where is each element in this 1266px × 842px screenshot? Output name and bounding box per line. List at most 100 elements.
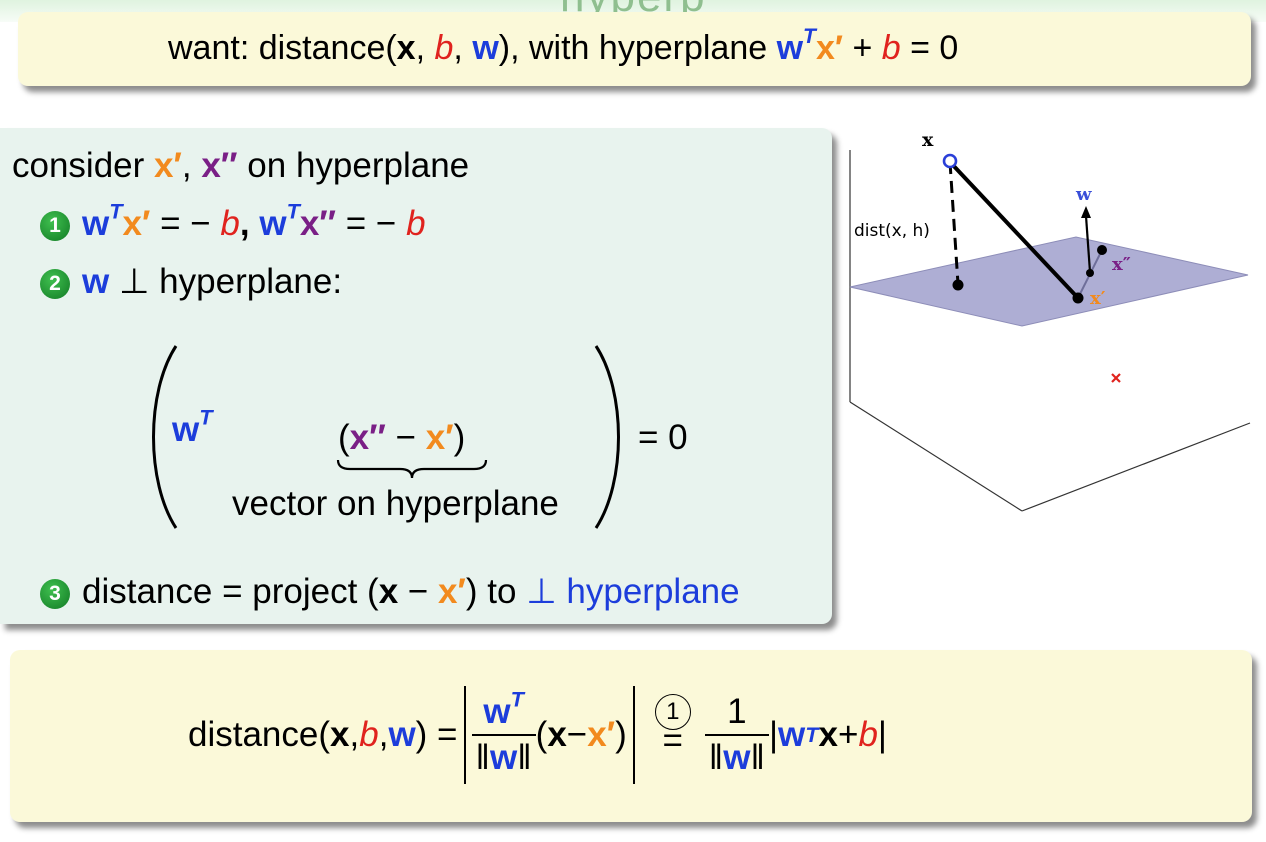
- figure-label-x: x: [922, 129, 934, 151]
- figure-label-xprime: x′: [1090, 288, 1106, 309]
- formula-x3: x: [818, 715, 838, 754]
- goal-equals-zero: = 0: [900, 29, 959, 67]
- formula-x2: x: [547, 715, 567, 754]
- big-right-paren: [594, 345, 620, 529]
- step-1-w: w: [82, 204, 110, 243]
- matrix-lparen: (: [338, 418, 350, 457]
- goal-w2: w: [776, 29, 804, 67]
- underbrace-label: vector on hyperplane: [232, 484, 559, 523]
- fraction-one: 1: [727, 692, 747, 731]
- formula-b: b: [359, 715, 379, 754]
- step-3-xprime: x′: [438, 572, 466, 611]
- point-x: [942, 153, 958, 169]
- norm2-w: w: [723, 738, 751, 777]
- step-3-badge: 3: [40, 579, 70, 609]
- axis-floor-left: [849, 401, 1023, 512]
- equality-sign: =: [662, 721, 683, 760]
- goal-plus: +: [843, 29, 882, 67]
- goal-text-1: want: distance(: [168, 29, 397, 67]
- goal-transpose: T: [803, 25, 816, 49]
- projection-point: [952, 279, 964, 291]
- step-3-perp-hyperplane: ⊥ hyperplane: [526, 572, 740, 611]
- abs-bar-left: [463, 686, 466, 784]
- goal-box: want: distance(x, b, w), with hyperplane…: [18, 12, 1251, 86]
- fraction-numerator: wT: [472, 688, 536, 734]
- step-1-xprime: x′: [122, 204, 151, 243]
- step-1-eq2: = −: [336, 204, 407, 243]
- formula-w3: w: [778, 715, 806, 754]
- w-base-point: [1086, 269, 1094, 277]
- fraction-denominator: ‖w‖: [471, 734, 536, 778]
- formula-distance-text: distance(: [188, 715, 331, 754]
- big-left-paren: [152, 345, 178, 529]
- formula-plus: +: [837, 715, 859, 754]
- step-1-transpose-2: T: [286, 198, 300, 224]
- matrix-xdoubleprime: x″: [349, 418, 386, 457]
- formula-x: x: [330, 715, 350, 754]
- formula-xprime: x′: [587, 715, 616, 754]
- fraction-w-over-norm: wT ‖w‖: [471, 688, 536, 778]
- norm2-left: ‖: [708, 738, 724, 777]
- step-1-badge: 1: [40, 211, 70, 241]
- step-1-w2: w: [259, 204, 287, 243]
- step-3-minus: −: [398, 572, 439, 611]
- consider-line: consider x′, x″ on hyperplane: [12, 146, 469, 186]
- formula-comma-1: ,: [349, 715, 360, 754]
- w-arrow-head: [1081, 206, 1091, 218]
- formula-rparen: ): [615, 715, 627, 754]
- figure-label-xdoubleprime: x″: [1112, 254, 1131, 275]
- step-1-b: b: [220, 204, 240, 243]
- step-2-perp: ⊥: [109, 262, 160, 301]
- formula-b2: b: [858, 715, 878, 754]
- step-1-comma: ,: [239, 204, 260, 243]
- step-1-xdoubleprime: x″: [299, 204, 337, 243]
- matrix-transpose: T: [199, 404, 213, 430]
- norm2-right: ‖: [750, 738, 765, 777]
- step-1-transpose: T: [109, 198, 123, 224]
- underbrace: [336, 459, 488, 479]
- formula-minus: −: [566, 715, 588, 754]
- goal-comma-2: ,: [453, 29, 473, 67]
- consider-text: consider: [12, 146, 155, 185]
- formula-comma-2: ,: [378, 715, 389, 754]
- formula-lparen: (: [535, 715, 548, 754]
- x-to-xprime-line: [948, 160, 1080, 300]
- circled-one: 1: [654, 694, 691, 730]
- result-box: distance(x, b, w) = wT ‖w‖ (x − x′) 1 = …: [10, 650, 1252, 822]
- formula-equals: ) =: [415, 715, 458, 754]
- fraction-num-w: w: [483, 692, 511, 731]
- fraction-one-over-norm: 1 ‖w‖: [704, 692, 769, 778]
- fraction-num-transpose: T: [510, 686, 524, 712]
- figure-label-dist: dist(x, h): [854, 221, 930, 241]
- goal-b2: b: [881, 29, 901, 67]
- step-3-x: x: [378, 572, 399, 611]
- distance-formula: distance(x, b, w) = wT ‖w‖ (x − x′) 1 = …: [188, 672, 887, 798]
- step-1-eq: = −: [150, 204, 221, 243]
- hyperplane-surface: [849, 236, 1249, 327]
- goal-comma-1: ,: [415, 29, 435, 67]
- cross-marker: [1111, 373, 1121, 383]
- goal-x: x: [396, 29, 416, 67]
- xprime-point: [1072, 292, 1084, 304]
- consider-xprime: x′: [154, 146, 182, 185]
- norm-w: w: [489, 738, 518, 777]
- matrix-w: wT: [172, 406, 212, 450]
- goal-xprime: x′: [815, 29, 843, 67]
- goal-b: b: [434, 29, 454, 67]
- goal-w: w: [472, 29, 499, 67]
- formula-w: w: [388, 715, 416, 754]
- matrix-w-symbol: w: [172, 410, 200, 449]
- step-2-badge: 2: [40, 269, 70, 299]
- step-2-text: hyperplane:: [159, 262, 343, 301]
- abs-bar-right: [632, 686, 635, 784]
- matrix-vector: (x″ − x′): [338, 418, 465, 458]
- norm-left: ‖: [475, 738, 490, 777]
- goal-statement: want: distance(x, b, w), with hyperplane…: [168, 26, 959, 68]
- step-3-text: distance = project (: [82, 572, 379, 611]
- figure-label-w: w: [1075, 184, 1092, 205]
- norm-right: ‖: [517, 738, 532, 777]
- step-1-b2: b: [406, 204, 426, 243]
